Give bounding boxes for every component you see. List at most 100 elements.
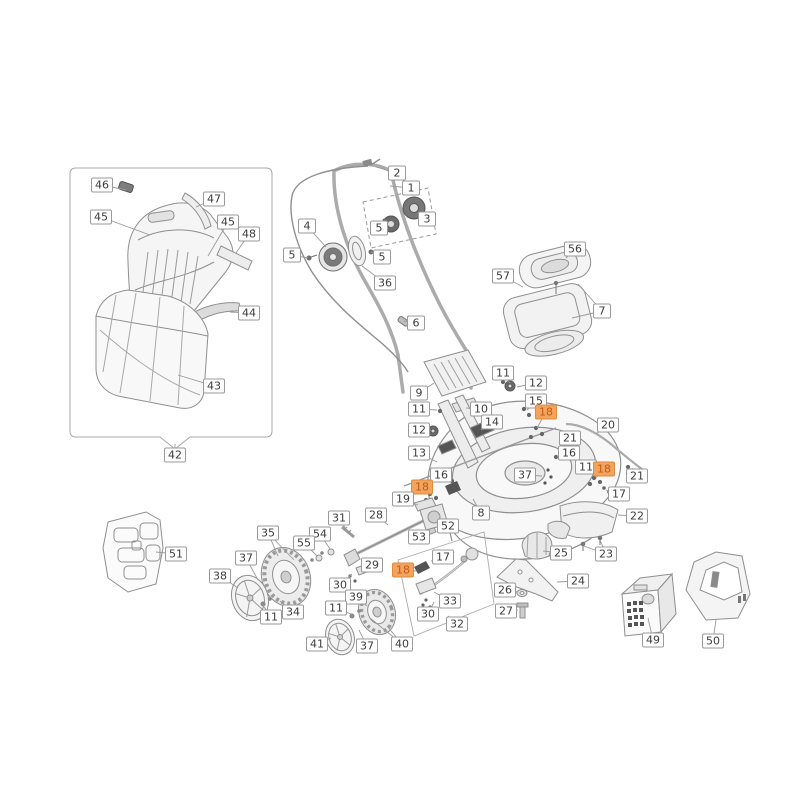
part-callout-18[interactable]: 18 [392, 562, 414, 578]
part-callout-25[interactable]: 25 [550, 545, 572, 561]
part-callout-1[interactable]: 1 [402, 180, 420, 196]
chute-screw-drawing [553, 280, 559, 294]
part-callout-51[interactable]: 51 [165, 546, 187, 562]
part-callout-18[interactable]: 18 [535, 404, 557, 420]
charger-drawing [685, 551, 751, 621]
part-callout-45[interactable]: 45 [90, 209, 112, 225]
part-callout-29[interactable]: 29 [361, 557, 383, 573]
part-callout-17[interactable]: 17 [432, 549, 454, 565]
part-callout-50[interactable]: 50 [702, 633, 724, 649]
decal-sheet-drawing [102, 511, 164, 593]
part-callout-21[interactable]: 21 [626, 468, 648, 484]
part-callout-40[interactable]: 40 [391, 636, 413, 652]
part-callout-19[interactable]: 19 [392, 491, 414, 507]
part-callout-23[interactable]: 23 [595, 546, 617, 562]
handle-knob-drawing [318, 242, 348, 272]
part-callout-52[interactable]: 52 [437, 518, 459, 534]
part-callout-46[interactable]: 46 [91, 177, 113, 193]
part-callout-33[interactable]: 33 [439, 593, 461, 609]
blade-support-drawing [521, 531, 553, 560]
part-callout-27[interactable]: 27 [495, 603, 517, 619]
part-callout-14[interactable]: 14 [481, 414, 503, 430]
lever-group-box [397, 531, 495, 637]
part-callout-10[interactable]: 10 [470, 401, 492, 417]
rear-wheel-left-drawing [260, 547, 312, 607]
clip-drawing [118, 181, 134, 193]
part-callout-37[interactable]: 37 [235, 550, 257, 566]
part-callout-42[interactable]: 42 [164, 447, 186, 463]
part-callout-34[interactable]: 34 [282, 604, 304, 620]
part-callout-17[interactable]: 17 [608, 486, 630, 502]
part-callout-26[interactable]: 26 [494, 582, 516, 598]
part-callout-11[interactable]: 11 [492, 365, 514, 381]
part-callout-36[interactable]: 36 [374, 275, 396, 291]
part-callout-4[interactable]: 4 [298, 218, 316, 234]
part-callout-15[interactable]: 15 [525, 393, 547, 409]
part-callout-11[interactable]: 11 [260, 609, 282, 625]
part-callout-18[interactable]: 18 [411, 479, 433, 495]
handle-mount-arms-drawing [437, 394, 495, 469]
cable-drawing [290, 158, 409, 373]
bagging-kit-group-box [69, 167, 273, 450]
part-callout-30[interactable]: 30 [417, 606, 439, 622]
part-callout-7[interactable]: 7 [593, 303, 611, 319]
part-callout-38[interactable]: 38 [209, 568, 231, 584]
part-callout-30[interactable]: 30 [329, 577, 351, 593]
part-callout-43[interactable]: 43 [203, 378, 225, 394]
part-callout-37[interactable]: 37 [514, 467, 536, 483]
part-callout-57[interactable]: 57 [492, 268, 514, 284]
rear-flap-drawing [547, 501, 619, 539]
trim-strip-48-drawing [216, 245, 253, 271]
part-callout-5[interactable]: 5 [370, 220, 388, 236]
grass-bag-drawing [95, 289, 209, 409]
part-callout-16[interactable]: 16 [558, 445, 580, 461]
bearing-washers-drawing [260, 551, 361, 619]
part-callout-2[interactable]: 2 [388, 165, 406, 181]
part-callout-53[interactable]: 53 [408, 529, 430, 545]
part-callout-22[interactable]: 22 [626, 508, 648, 524]
part-callout-56[interactable]: 56 [564, 241, 586, 257]
part-callout-13[interactable]: 13 [408, 445, 430, 461]
part-callout-21[interactable]: 21 [559, 430, 581, 446]
part-callout-11[interactable]: 11 [408, 401, 430, 417]
hubcap-left-drawing [230, 574, 270, 622]
cable-clip-drawing [362, 158, 373, 167]
part-callout-5[interactable]: 5 [373, 249, 391, 265]
axle-drawing [343, 503, 449, 567]
part-callout-24[interactable]: 24 [567, 573, 589, 589]
front-wheel-right-drawing [357, 588, 397, 636]
part-callout-39[interactable]: 39 [345, 589, 367, 605]
part-callout-20[interactable]: 20 [597, 417, 619, 433]
part-callout-32[interactable]: 32 [446, 616, 468, 632]
part-callout-47[interactable]: 47 [203, 191, 225, 207]
part-callout-3[interactable]: 3 [418, 211, 436, 227]
part-callout-35[interactable]: 35 [257, 525, 279, 541]
part-callout-11[interactable]: 11 [575, 459, 597, 475]
part-callout-8[interactable]: 8 [472, 505, 490, 521]
part-callout-41[interactable]: 41 [306, 636, 328, 652]
part-callout-16[interactable]: 16 [430, 467, 452, 483]
part-callout-6[interactable]: 6 [407, 315, 425, 331]
part-callout-31[interactable]: 31 [328, 510, 350, 526]
fan-rosette-drawing [427, 380, 516, 437]
part-callout-55[interactable]: 55 [293, 535, 315, 551]
trim-strip-47-drawing [181, 192, 212, 230]
rod-20-drawing [565, 422, 647, 473]
part-callout-49[interactable]: 49 [642, 632, 664, 648]
part-callout-9[interactable]: 9 [410, 385, 428, 401]
blade-drawing [496, 558, 559, 602]
part-callout-5[interactable]: 5 [283, 247, 301, 263]
hubcap-right-drawing [325, 618, 355, 656]
part-callout-11[interactable]: 11 [325, 600, 347, 616]
part-callout-37[interactable]: 37 [356, 638, 378, 654]
part-callout-48[interactable]: 48 [238, 226, 260, 242]
part-callout-28[interactable]: 28 [365, 507, 387, 523]
part-callout-45[interactable]: 45 [217, 214, 239, 230]
chute-housing-drawing [502, 283, 593, 357]
part-callout-12[interactable]: 12 [525, 375, 547, 391]
part-callout-12[interactable]: 12 [408, 422, 430, 438]
part-callout-18[interactable]: 18 [593, 461, 615, 477]
battery-drawing [620, 572, 677, 637]
part-callout-44[interactable]: 44 [238, 305, 260, 321]
